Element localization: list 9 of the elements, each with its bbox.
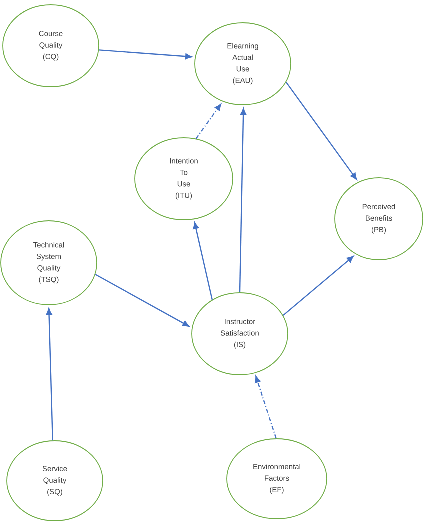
dashed-arrow bbox=[196, 104, 222, 140]
arrow bbox=[283, 256, 354, 316]
arrow bbox=[99, 50, 192, 60]
arrow bbox=[95, 274, 190, 328]
arrow bbox=[239, 108, 247, 293]
arrow bbox=[193, 222, 213, 300]
dashed-arrow bbox=[255, 376, 277, 439]
arrow bbox=[286, 82, 358, 180]
arrow bbox=[46, 308, 54, 441]
